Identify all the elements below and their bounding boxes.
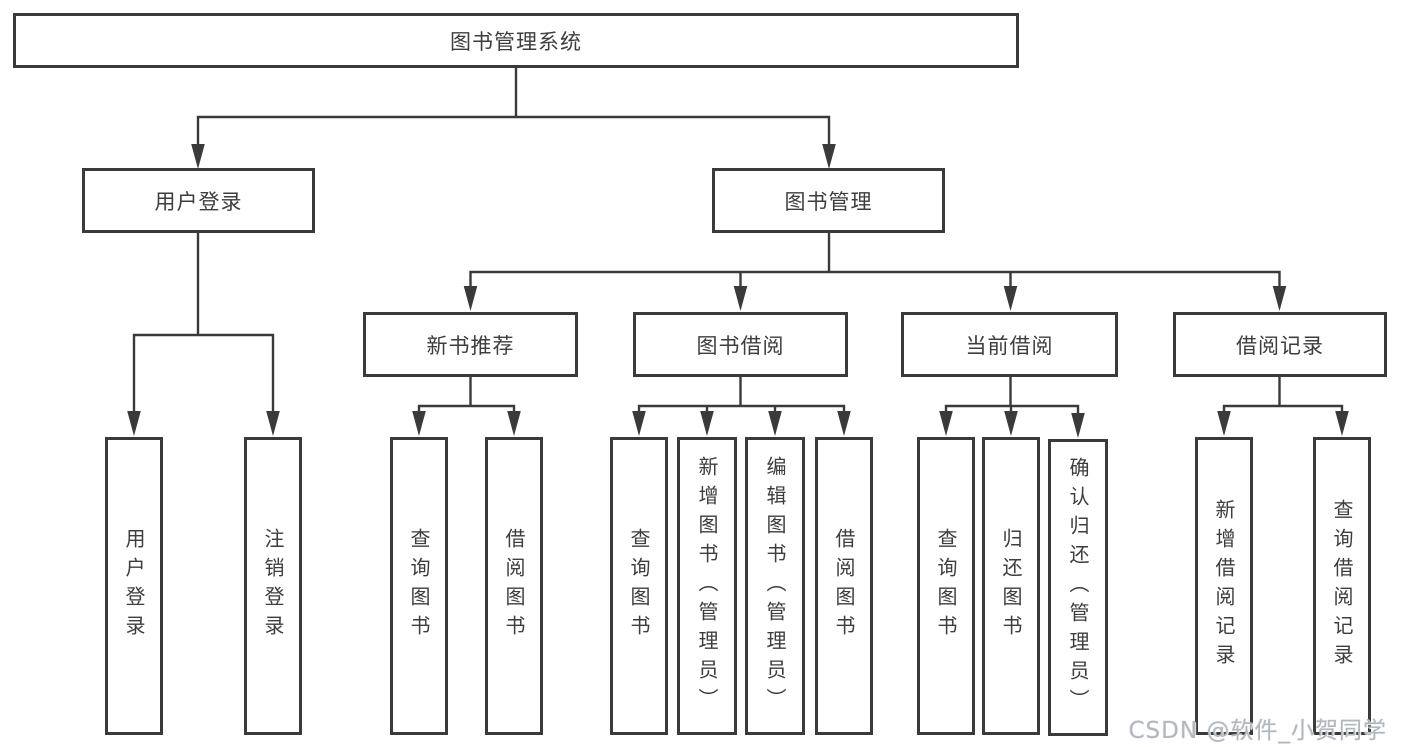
leaf-logout: 注销登录 xyxy=(244,437,302,735)
leaf-label: 新增借阅记录 xyxy=(1212,499,1236,673)
leaf-label: 注销登录 xyxy=(261,528,285,644)
node-label: 图书管理 xyxy=(784,189,873,214)
leaf-label: 编辑图书（管理员） xyxy=(763,455,787,717)
leaf-query-books-borrowing: 查询图书 xyxy=(610,437,668,735)
leaf-add-borrow-record: 新增借阅记录 xyxy=(1195,437,1253,735)
node-label: 用户登录 xyxy=(154,189,243,214)
leaf-query-borrow-record: 查询借阅记录 xyxy=(1313,437,1371,735)
leaf-label: 归还图书 xyxy=(999,528,1023,644)
leaf-confirm-return-admin: 确认归还（管理员） xyxy=(1048,439,1108,736)
node-library-management-system: 图书管理系统 xyxy=(13,13,1019,68)
leaf-edit-books-admin: 编辑图书（管理员） xyxy=(745,437,805,735)
node-new-book-recommendation: 新书推荐 xyxy=(363,312,578,377)
leaf-borrow-books-recommend: 借阅图书 xyxy=(485,437,543,735)
node-current-borrowing: 当前借阅 xyxy=(901,312,1118,377)
node-label: 图书借阅 xyxy=(696,333,785,358)
leaf-label: 用户登录 xyxy=(122,528,146,644)
node-label: 借阅记录 xyxy=(1236,333,1324,358)
node-borrowing-records: 借阅记录 xyxy=(1173,312,1387,377)
leaf-borrow-books: 借阅图书 xyxy=(815,437,873,735)
leaf-query-books-recommend: 查询图书 xyxy=(390,437,448,735)
csdn-watermark: CSDN @软件_小贺同学 xyxy=(1128,718,1387,744)
node-label: 图书管理系统 xyxy=(450,29,582,54)
node-label: 当前借阅 xyxy=(965,333,1054,358)
leaf-label: 借阅图书 xyxy=(502,528,526,644)
node-user-login: 用户登录 xyxy=(82,168,315,233)
leaf-query-books-current: 查询图书 xyxy=(917,437,975,735)
leaf-return-books: 归还图书 xyxy=(982,437,1040,735)
node-book-management: 图书管理 xyxy=(712,168,945,233)
leaf-label: 查询图书 xyxy=(407,528,431,644)
leaf-label: 新增图书（管理员） xyxy=(695,455,719,717)
leaf-add-books-admin: 新增图书（管理员） xyxy=(677,437,737,735)
leaf-label: 查询借阅记录 xyxy=(1330,499,1354,673)
leaf-label: 确认归还（管理员） xyxy=(1066,457,1090,718)
leaf-user-login: 用户登录 xyxy=(105,437,163,735)
leaf-label: 查询图书 xyxy=(627,528,651,644)
leaf-label: 借阅图书 xyxy=(832,528,856,644)
node-book-borrowing: 图书借阅 xyxy=(633,312,848,377)
leaf-label: 查询图书 xyxy=(934,528,958,644)
node-label: 新书推荐 xyxy=(426,333,515,358)
